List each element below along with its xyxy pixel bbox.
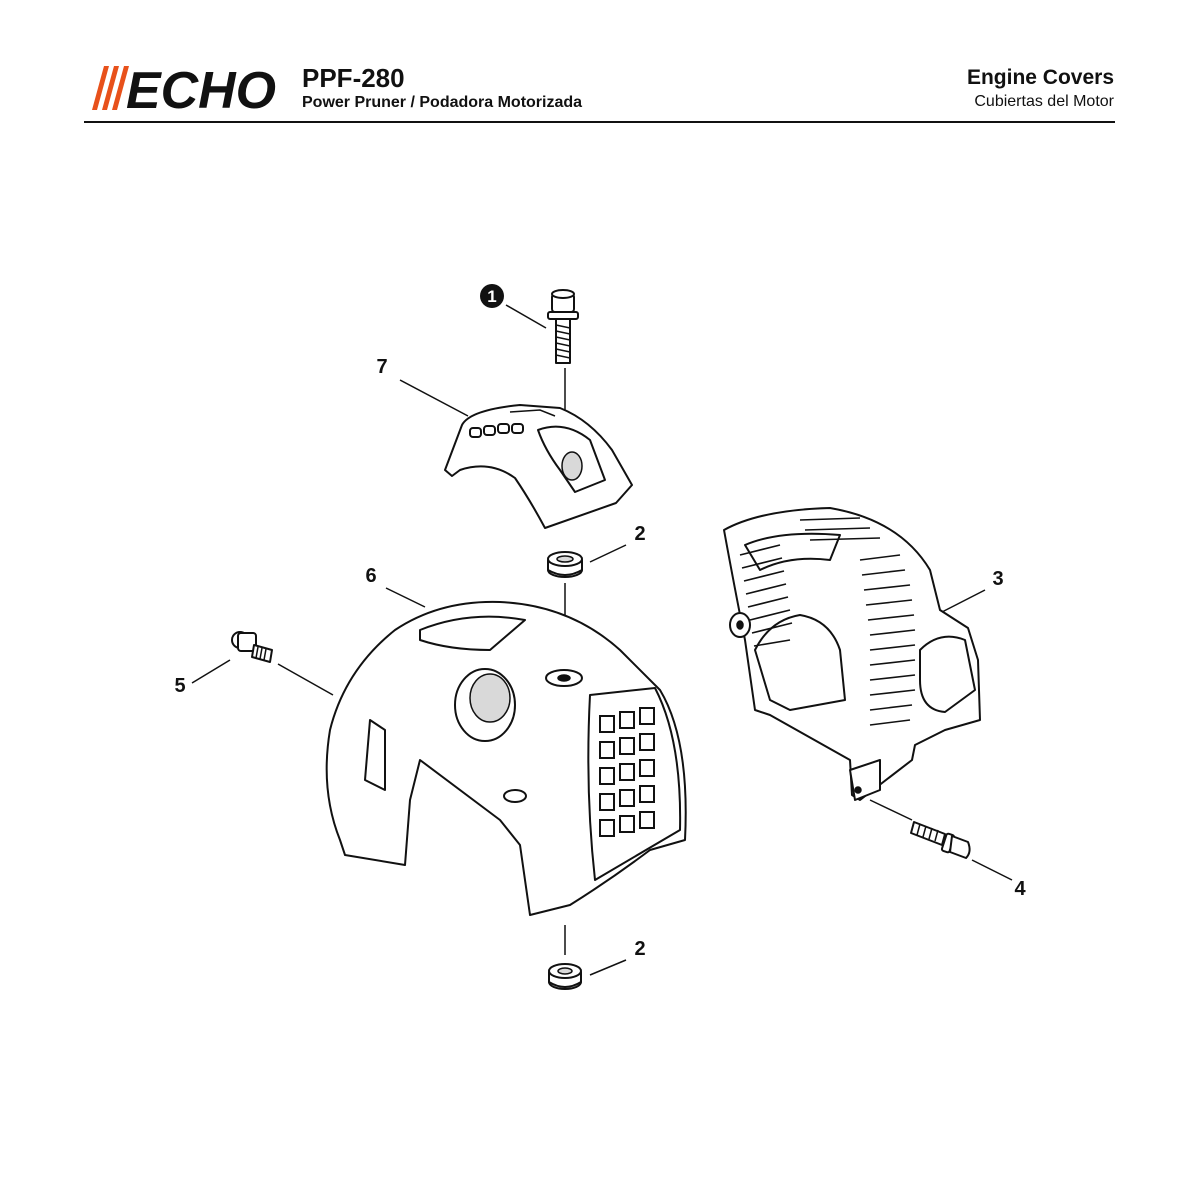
svg-text:2: 2 — [634, 938, 645, 960]
callout-1: 1 — [480, 284, 547, 329]
grommet-part-2-lower — [548, 925, 582, 990]
section-title-es: Cubiertas del Motor — [974, 93, 1114, 110]
svg-text:7: 7 — [376, 356, 387, 378]
svg-text:3: 3 — [992, 568, 1003, 590]
grommet-part-2-upper — [547, 551, 583, 660]
callout-3: 3 — [941, 568, 1004, 613]
callout-2-lower: 2 — [589, 938, 646, 976]
callout-4: 4 — [971, 859, 1026, 900]
header-divider — [84, 121, 1115, 123]
model-number: PPF-280 — [302, 63, 405, 93]
engine-cover-part-6 — [325, 600, 687, 916]
svg-text:1: 1 — [487, 287, 496, 306]
svg-text:6: 6 — [365, 565, 376, 587]
product-subtitle: Power Pruner / Podadora Motorizada — [302, 94, 583, 111]
bolt-part-5 — [231, 631, 334, 696]
svg-text:5: 5 — [174, 675, 185, 697]
cylinder-shroud-part-3 — [723, 507, 981, 821]
svg-text:2: 2 — [634, 523, 645, 545]
page-header: ECHO PPF-280 Power Pruner / Podadora Mot… — [0, 0, 1200, 130]
echo-logo: ECHO — [92, 64, 276, 112]
callout-7: 7 — [376, 356, 469, 417]
callout-6: 6 — [365, 565, 426, 608]
svg-text:4: 4 — [1014, 878, 1026, 900]
bolt-part-4 — [910, 821, 971, 859]
top-cover-part-7 — [444, 404, 633, 529]
callout-5: 5 — [174, 659, 231, 697]
section-title-en: Engine Covers — [966, 66, 1114, 89]
echo-logo-text: ECHO — [126, 64, 276, 112]
bolt-part-1 — [547, 289, 579, 445]
callout-2-upper: 2 — [589, 523, 646, 563]
